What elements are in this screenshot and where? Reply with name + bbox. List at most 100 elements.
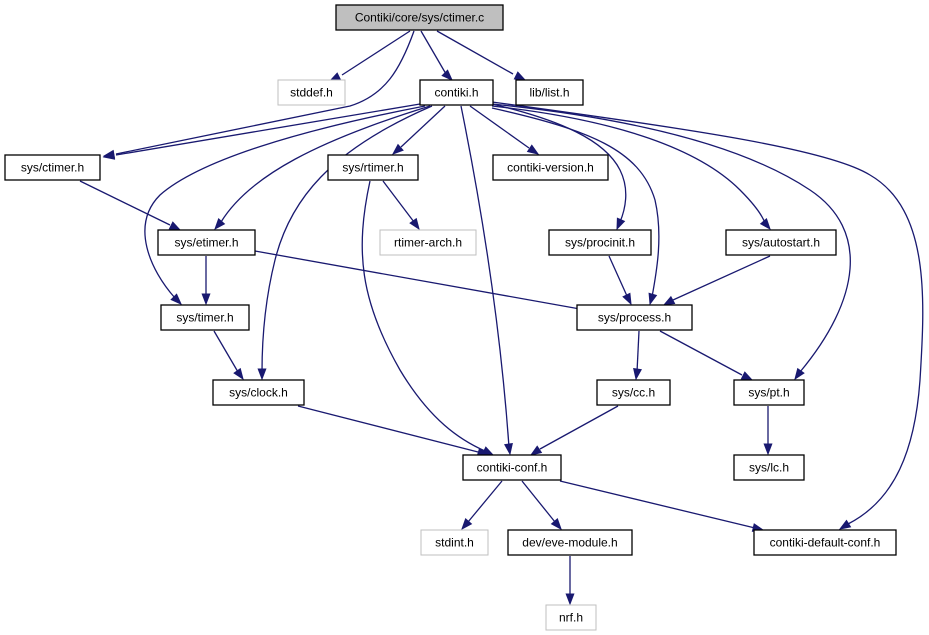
arrowhead-icon [201,293,211,306]
edge-line [115,103,421,156]
node-label: stddef.h [290,86,333,100]
arrowhead-icon [565,593,575,606]
node-box [157,229,256,256]
node-procinit[interactable]: sys/procinit.h [548,229,652,256]
arrowhead-icon [759,218,771,231]
edge-line [659,330,743,376]
node-box [212,379,305,406]
node-box [327,154,419,181]
node-box [335,4,504,31]
node-rtimerarch: rtimer-arch.h [379,229,477,256]
arrowhead-icon [461,518,473,531]
node-box [462,454,562,481]
node-cc[interactable]: sys/cc.h [596,379,671,406]
edge-contiki-to-clock [257,105,433,381]
node-label: sys/ctimer.h [21,161,84,175]
arrowhead-icon [214,218,226,231]
node-stdint: stdint.h [420,529,489,556]
edge-contiki-to-process [491,107,660,306]
arrowhead-icon [794,367,805,381]
edges-layer [79,30,924,606]
node-box [733,454,805,481]
node-ctimerh[interactable]: sys/ctimer.h [4,154,101,181]
edge-conf-to-defconf [559,480,765,532]
edge-contiki-to-procinit [491,103,627,231]
edge-contiki-to-defconf [491,101,924,530]
node-liblist[interactable]: lib/list.h [515,79,584,106]
arrowhead-icon [513,71,527,81]
edge-line [420,30,447,75]
edge-line [220,105,431,223]
edge-line [341,30,411,76]
node-box [379,229,477,256]
node-lc[interactable]: sys/lc.h [733,454,805,481]
edge-process-to-pt [659,330,754,381]
arrowhead-icon [233,367,244,381]
node-box [753,529,897,556]
edge-line [636,330,640,373]
node-box [548,229,652,256]
node-box [420,529,489,556]
node-autostart[interactable]: sys/autostart.h [725,229,837,256]
edge-root-to-stddef [328,30,411,82]
edge-line [491,107,660,298]
node-label: contiki-conf.h [477,461,548,475]
node-etimer[interactable]: sys/etimer.h [157,229,256,256]
node-label: sys/process.h [598,311,671,325]
edge-conf-to-stdint [461,480,503,531]
node-eve[interactable]: dev/eve-module.h [507,529,633,556]
edge-line [521,480,556,523]
node-pt[interactable]: sys/pt.h [733,379,805,406]
node-stddef: stddef.h [277,79,346,106]
edge-root-to-contiki [420,30,453,81]
node-clock[interactable]: sys/clock.h [212,379,305,406]
node-process[interactable]: sys/process.h [576,304,693,331]
node-label: sys/pt.h [748,386,789,400]
node-contiki[interactable]: contiki.h [419,79,494,106]
arrowhead-icon [622,292,632,306]
edge-line [361,180,486,452]
arrowhead-icon [170,293,182,305]
edge-contiki-to-pt [491,103,851,381]
node-defconf[interactable]: contiki-default-conf.h [753,529,897,556]
edge-conf-to-eve [521,480,562,531]
edge-contiki-to-cversion [469,105,540,155]
edge-process-to-cc [633,330,642,381]
nodes-layer: Contiki/core/sys/ctimer.c stddef.h contiki… [4,4,897,631]
edge-line [115,30,415,155]
node-label: contiki-default-conf.h [770,536,881,550]
node-root[interactable]: Contiki/core/sys/ctimer.c [335,4,504,31]
edge-line [382,180,415,223]
edge-contiki-to-conf [460,105,513,456]
node-box [4,154,101,181]
edge-line [491,105,766,224]
node-label: sys/clock.h [229,386,288,400]
node-box [277,79,346,106]
edge-contiki-to-ctimerh [102,103,421,160]
node-cversion[interactable]: contiki-version.h [492,154,609,181]
node-label: dev/eve-module.h [522,536,617,550]
edge-contiki-to-timer [144,105,426,305]
edge-procinit-to-process [608,255,632,306]
arrowhead-icon [257,368,267,381]
edge-line [491,101,924,525]
edge-clock-to-conf [297,405,490,457]
edge-line [608,255,628,297]
edge-contiki-to-autostart [491,105,771,231]
node-timer[interactable]: sys/timer.h [160,304,250,331]
node-label: sys/autostart.h [742,236,820,250]
node-label: sys/rtimer.h [342,161,403,175]
arrowhead-icon [763,443,773,456]
arrowhead-icon [526,144,540,155]
edge-eve-to-nrf [565,556,575,606]
node-label: Contiki/core/sys/ctimer.c [355,11,484,25]
edge-line [144,105,426,299]
edge-pt-to-lc [763,406,773,456]
edge-root-to-liblist [436,30,527,81]
edge-line [491,103,851,373]
node-label: sys/etimer.h [174,236,238,250]
node-label: contiki-version.h [507,161,594,175]
node-conf[interactable]: contiki-conf.h [462,454,562,481]
node-box [596,379,671,406]
node-rtimer[interactable]: sys/rtimer.h [327,154,419,181]
